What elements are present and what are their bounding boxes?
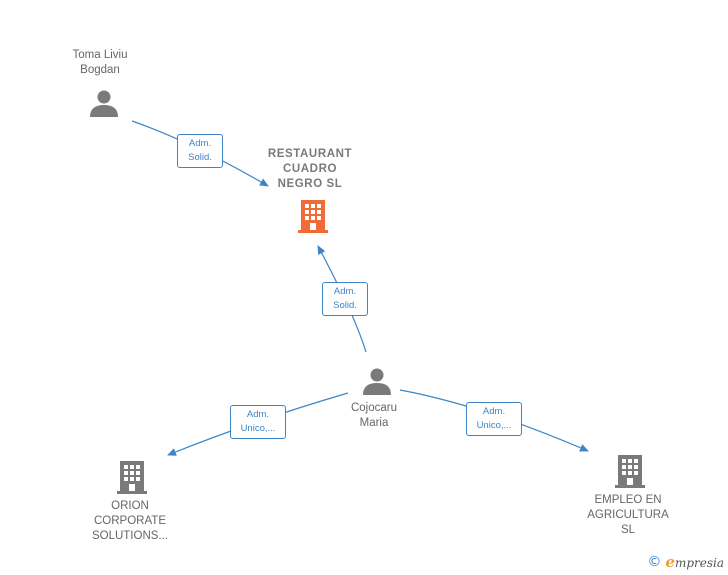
building-icon[interactable] <box>613 453 647 489</box>
building-icon[interactable] <box>115 459 149 495</box>
person-icon[interactable] <box>89 88 119 118</box>
edge-label-toma-restaurant: Adm. Solid. <box>177 134 223 168</box>
brand-initial: e <box>665 552 675 571</box>
node-label-empleo[interactable]: EMPLEO EN AGRICULTURA SL <box>587 494 669 536</box>
footer-brand: © empresia <box>647 553 724 571</box>
building-icon[interactable] <box>296 198 330 234</box>
node-label-restaurant[interactable]: RESTAURANT CUADRO NEGRO SL <box>267 148 353 190</box>
brand-text: mpresia <box>674 555 724 570</box>
person-icon[interactable] <box>362 366 392 396</box>
brand-logo: empresia <box>665 553 724 572</box>
node-label-cojocaru[interactable]: Cojocaru Maria <box>350 402 398 429</box>
node-label-toma[interactable]: Toma Liviu Bogdan <box>72 49 128 76</box>
edge-label-cojocaru-restaurant: Adm. Solid. <box>322 282 368 316</box>
copyright-icon: © <box>647 554 662 570</box>
edge-label-cojocaru-orion: Adm. Unico,... <box>230 405 286 439</box>
edge-label-cojocaru-empleo: Adm. Unico,... <box>466 402 522 436</box>
node-label-orion[interactable]: ORION CORPORATE SOLUTIONS... <box>91 500 169 542</box>
